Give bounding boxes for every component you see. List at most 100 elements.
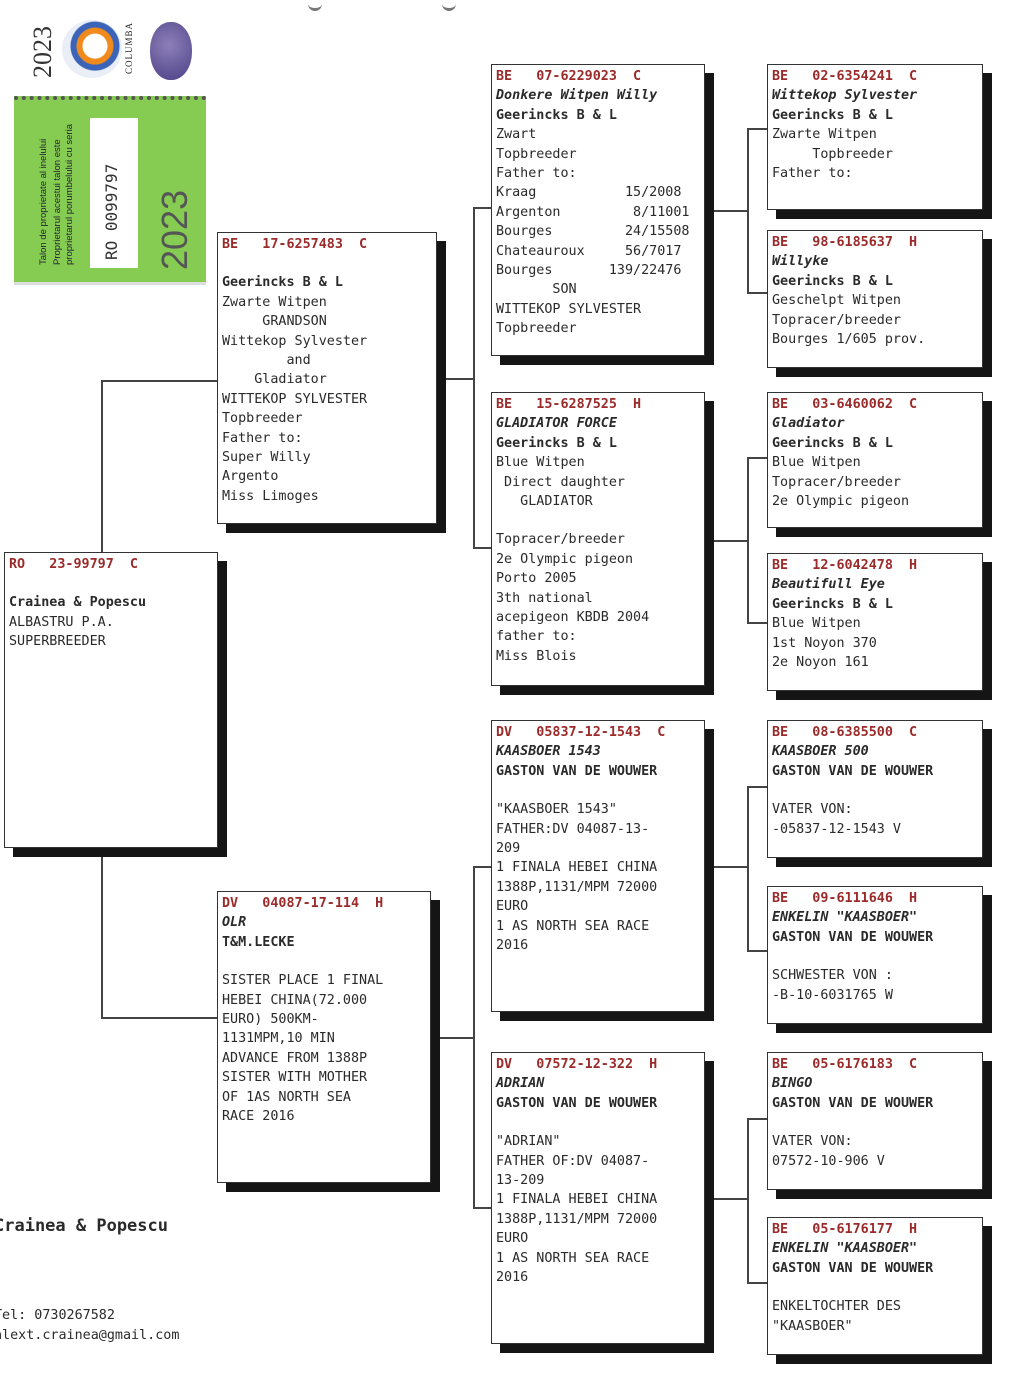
detail-line: WITTEKOP SYLVESTER: [496, 301, 642, 317]
detail-line: FATHER:DV 04087-13-: [496, 821, 650, 837]
connector: [747, 1282, 767, 1284]
breeder: Geerincks B & L: [772, 596, 893, 612]
detail-line: Bourges 139/22476: [496, 263, 682, 279]
great-grandparent-card: BE 05-6176177 H ENKELIN "KAASBOER" GASTO…: [767, 1217, 983, 1355]
columba-label: COLUMBA: [124, 21, 134, 74]
detail-line: ADVANCE FROM 1388P: [222, 1050, 368, 1066]
detail-line: Topracer/breeder: [772, 474, 901, 490]
detail-line: Direct daughter: [496, 474, 625, 490]
detail-line: ALBASTRU P.A.: [9, 614, 114, 630]
breeder: Geerincks B & L: [772, 273, 893, 289]
connector: [473, 207, 493, 209]
connector: [712, 210, 748, 212]
detail-line: Miss Blois: [496, 648, 577, 664]
detail-line: 07572-10-906 V: [772, 1153, 885, 1169]
detail-line: 1388P,1131/MPM 72000: [496, 879, 658, 895]
breeder: GASTON VAN DE WOUWER: [772, 763, 934, 779]
breeder: Geerincks B & L: [496, 435, 617, 451]
detail-line: 1 FINALA HEBEI CHINA: [496, 1192, 658, 1208]
breeder: Geerincks B & L: [772, 107, 893, 123]
pigeon-name: KAASBOER 1543: [496, 744, 601, 760]
detail-line: SCHWESTER VON :: [772, 968, 893, 984]
detail-line: Zwarte Witpen: [772, 127, 877, 143]
connector: [101, 1017, 219, 1019]
detail-line: 1131MPM,10 MIN: [222, 1031, 335, 1047]
pigeon-name: Gladiator: [772, 416, 845, 432]
ring-number: BE 02-6354241 C: [772, 69, 918, 84]
detail-line: WITTEKOP SYLVESTER: [222, 391, 368, 407]
owner-name: Crainea & Popescu: [0, 1216, 168, 1236]
detail-line: "ADRIAN": [496, 1134, 561, 1150]
ring-number: DV 04087-17-114 H: [222, 896, 384, 911]
connector: [747, 457, 749, 622]
detail-line: 209: [496, 841, 521, 857]
detail-line: Topracer/breeder: [496, 532, 625, 548]
tag-text-line3: proprietarul porumbelului cu seria: [64, 124, 75, 265]
detail-line: father to:: [496, 629, 577, 645]
great-grandparent-card: BE 98-6185637 H Willyke Geerincks B & L …: [767, 230, 983, 368]
breeder: GASTON VAN DE WOUWER: [772, 929, 934, 945]
dam-card: DV 04087-17-114 H OLR T&M.LECKE SISTER P…: [217, 891, 431, 1183]
subject-pigeon-card: RO 23-99797 C Crainea & Popescu ALBASTRU…: [4, 552, 218, 848]
pigeon-name: [222, 254, 436, 273]
connector: [747, 292, 767, 294]
detail-line: Kraag 15/2008: [496, 185, 682, 201]
pigeon-name: ENKELIN "KAASBOER": [772, 1241, 918, 1257]
connector: [101, 380, 103, 552]
connector: [473, 207, 475, 547]
detail-line: EURO: [496, 1231, 529, 1247]
connector: [101, 380, 219, 382]
connector: [712, 540, 748, 542]
detail-line: GLADIATOR: [496, 494, 593, 510]
granddam-sire-side-card: BE 15-6287525 H GLADIATOR FORCE Geerinck…: [491, 392, 705, 686]
ring-number: BE 05-6176183 C: [772, 1057, 918, 1072]
ring-number: BE 15-6287525 H: [496, 397, 642, 412]
detail-line: Topbreeder: [496, 146, 577, 162]
breeder: GASTON VAN DE WOUWER: [772, 1095, 934, 1111]
federation-logo-icon: [62, 20, 122, 78]
ring-number: BE 09-6111646 H: [772, 891, 918, 906]
breeder: GASTON VAN DE WOUWER: [496, 1095, 658, 1111]
detail-line: SISTER PLACE 1 FINAL: [222, 973, 384, 989]
detail-line: Blue Witpen: [496, 455, 585, 471]
detail-line: EURO: [496, 899, 529, 915]
connector: [747, 786, 767, 788]
tag-text-line1: Talon de proprietate al inelului: [38, 138, 49, 265]
pigeon-name: Donkere Witpen Willy: [496, 88, 658, 104]
pigeon-name: BINGO: [772, 1076, 813, 1092]
detail-line: Blue Witpen: [772, 616, 861, 632]
detail-line: SON: [496, 282, 577, 298]
sire-card: BE 17-6257483 C Geerincks B & L Zwarte W…: [217, 232, 437, 524]
ring-number: BE 03-6460062 C: [772, 397, 918, 412]
granddam-dam-side-card: DV 07572-12-322 H ADRIAN GASTON VAN DE W…: [491, 1052, 705, 1344]
connector: [101, 848, 103, 1018]
detail-line: 2016: [496, 1270, 529, 1286]
pigeon-name: KAASBOER 500: [772, 744, 869, 760]
detail-line: FATHER OF:DV 04087-: [496, 1153, 650, 1169]
connector: [747, 1118, 749, 1282]
club-logo-icon: [150, 22, 192, 80]
detail-line: acepigeon KBDB 2004: [496, 610, 650, 626]
ring-number: BE 17-6257483 C: [222, 237, 368, 252]
great-grandparent-card: BE 02-6354241 C Wittekop Sylvester Geeri…: [767, 64, 983, 210]
detail-line: [222, 952, 430, 971]
detail-line: Topbreeder: [496, 321, 577, 337]
detail-line: [772, 947, 982, 966]
detail-line: 13-209: [496, 1173, 545, 1189]
detail-line: 1 AS NORTH SEA RACE: [496, 918, 650, 934]
connector: [712, 1198, 748, 1200]
connector: [437, 1037, 473, 1039]
tag-text-line2: Proprietarul acestui talon este: [52, 139, 63, 265]
connector: [747, 786, 749, 950]
detail-line: Blue Witpen: [772, 455, 861, 471]
detail-line: Geschelpt Witpen: [772, 293, 901, 309]
detail-line: 2e Olympic pigeon: [496, 551, 634, 567]
detail-line: Zwarte Witpen: [222, 294, 327, 310]
breeder: T&M.LECKE: [222, 934, 295, 950]
ring-ownership-tag: Talon de proprietate al inelului Proprie…: [14, 96, 206, 282]
breeder: GASTON VAN DE WOUWER: [772, 1260, 934, 1276]
detail-line: -B-10-6031765 W: [772, 987, 893, 1003]
detail-line: [496, 511, 704, 530]
detail-line: SUPERBREEDER: [9, 634, 106, 650]
detail-line: [496, 1113, 704, 1132]
